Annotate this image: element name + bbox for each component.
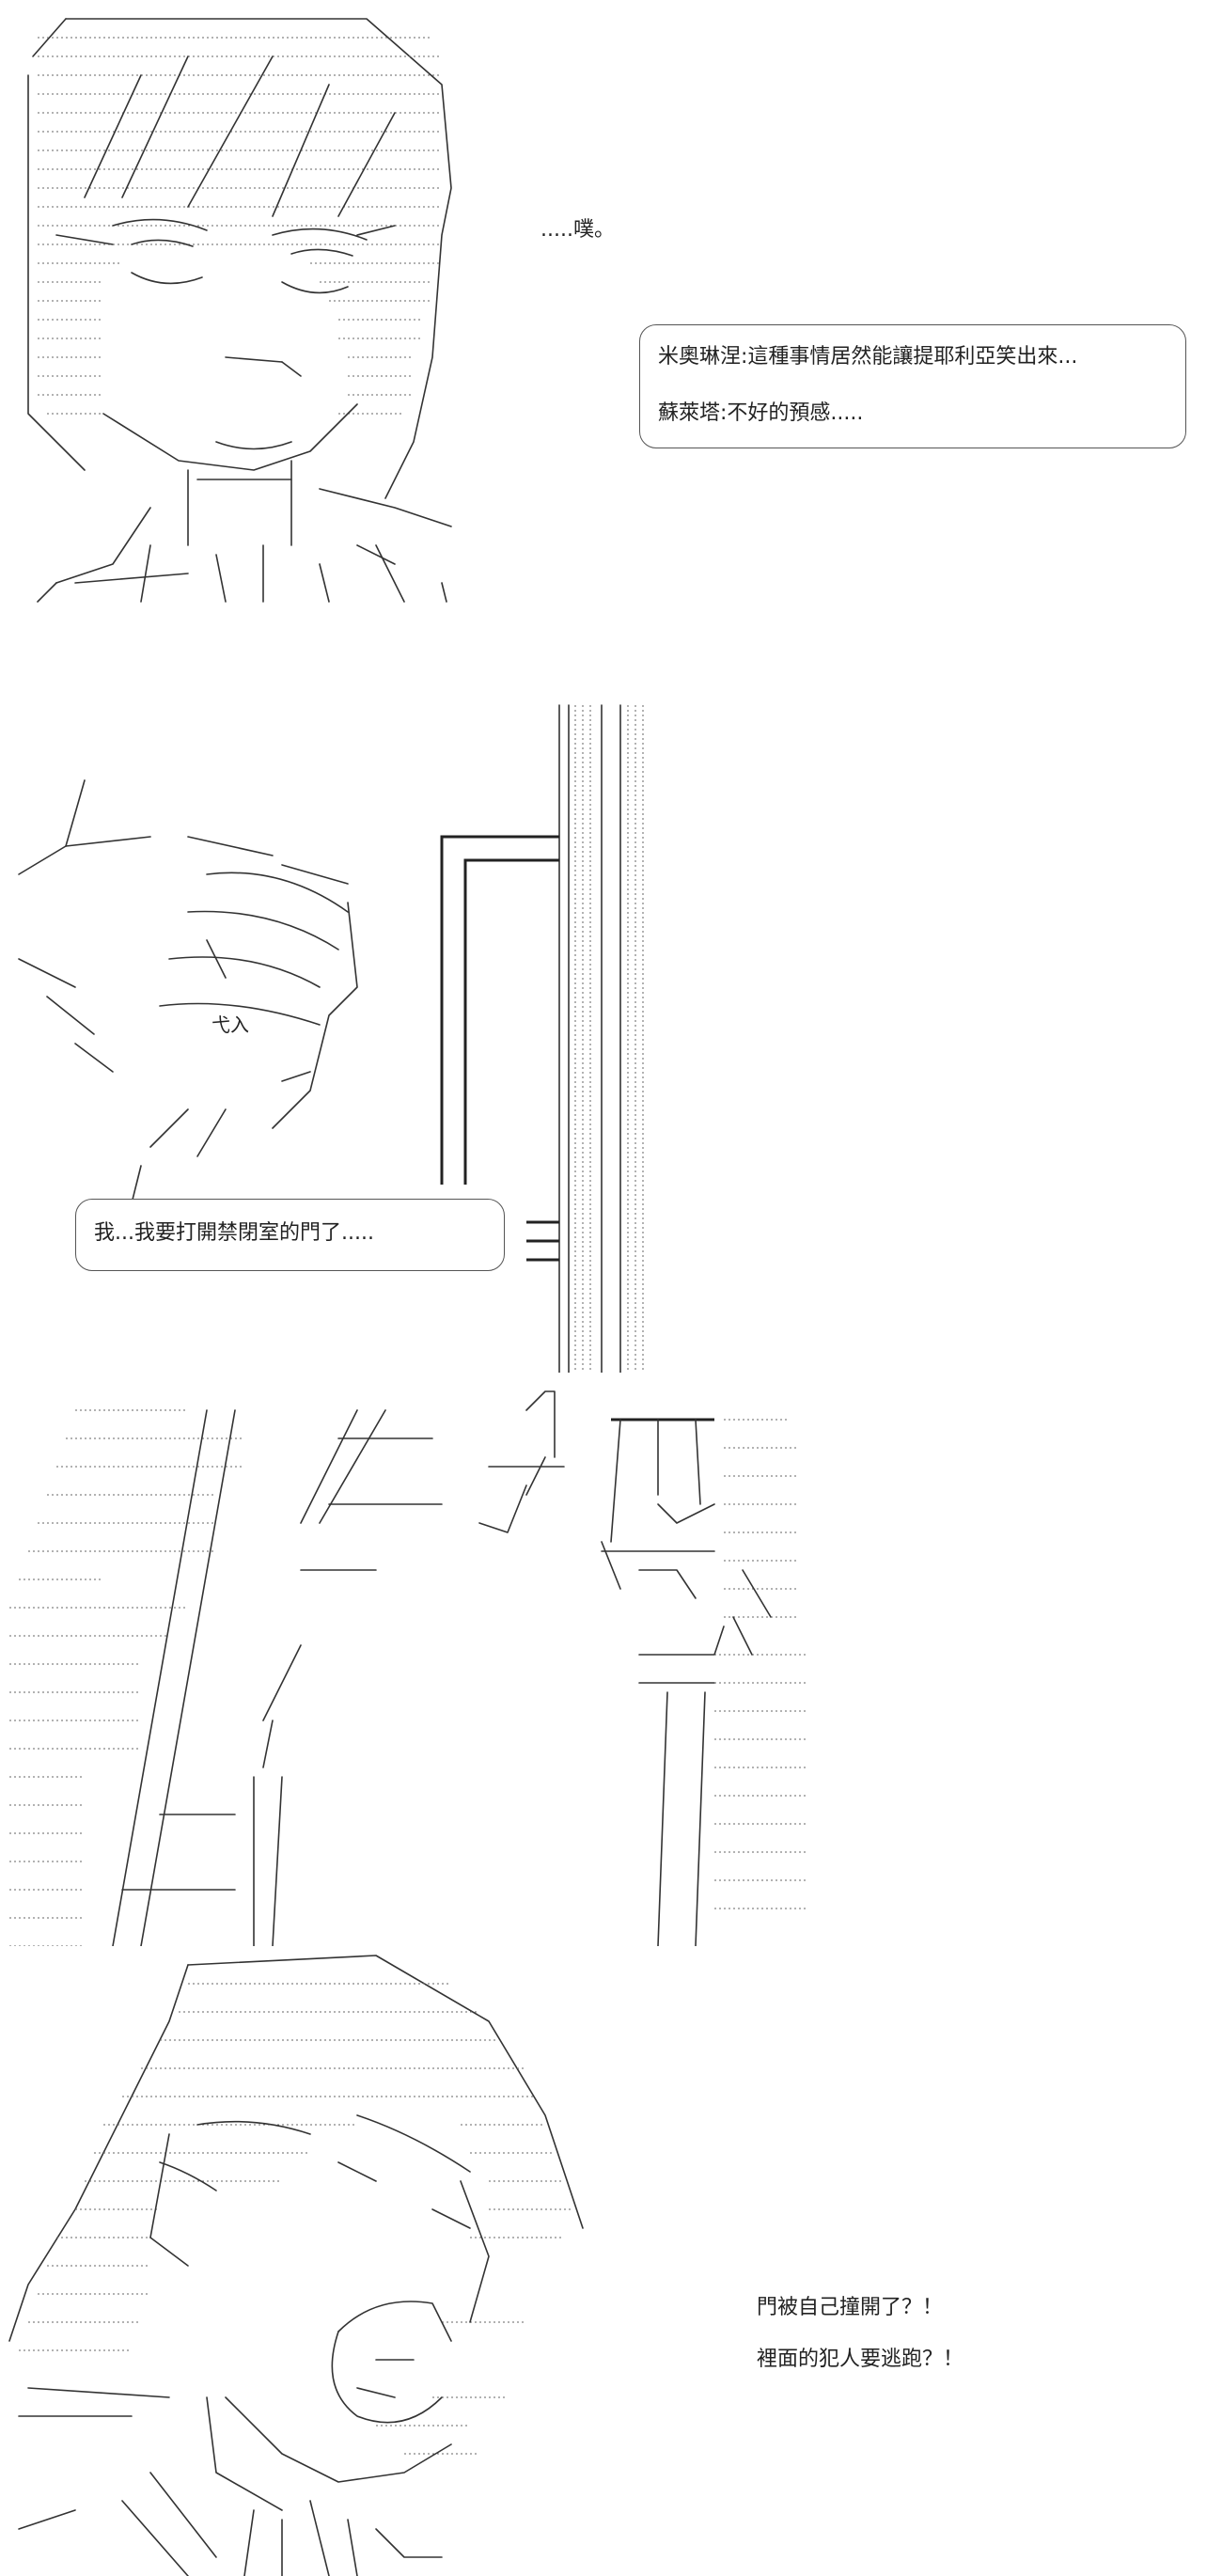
speech-bubble: [75, 1199, 505, 1271]
panel-4: 門被自己撞開了？！ 裡面的犯人要逃跑？！: [0, 1946, 1222, 2576]
sound-effect-text: 弋入: [212, 1013, 249, 1036]
bubble-line-1: 我...我要打開禁閉室的門了.....: [94, 1221, 374, 1245]
bubble-line-2: 蘇萊塔:不好的預感.....: [658, 401, 864, 425]
speech-bubble: [639, 324, 1186, 448]
panel-1: .....噗。 米奧琳涅:這種事情居然能讓提耶利亞笑出來... 蘇萊塔:不好的預…: [0, 0, 1222, 639]
shocked-character-art: [0, 1946, 1222, 2576]
monologue-text: .....噗。: [540, 218, 615, 242]
panel-2: 弋入 我...我要打開禁閉室的門了.....: [0, 677, 1222, 1373]
door-hand-art: [0, 677, 1222, 1373]
character-face-art: [0, 0, 1222, 639]
bubble-line-1: 米奧琳涅:這種事情居然能讓提耶利亞笑出來...: [658, 345, 1078, 369]
caption-line-2: 裡面的犯人要逃跑？！: [757, 2348, 964, 2371]
panel-3: [0, 1382, 1222, 1946]
door-impact-art: [0, 1382, 1222, 1946]
caption-line-1: 門被自己撞開了？！: [757, 2296, 944, 2319]
